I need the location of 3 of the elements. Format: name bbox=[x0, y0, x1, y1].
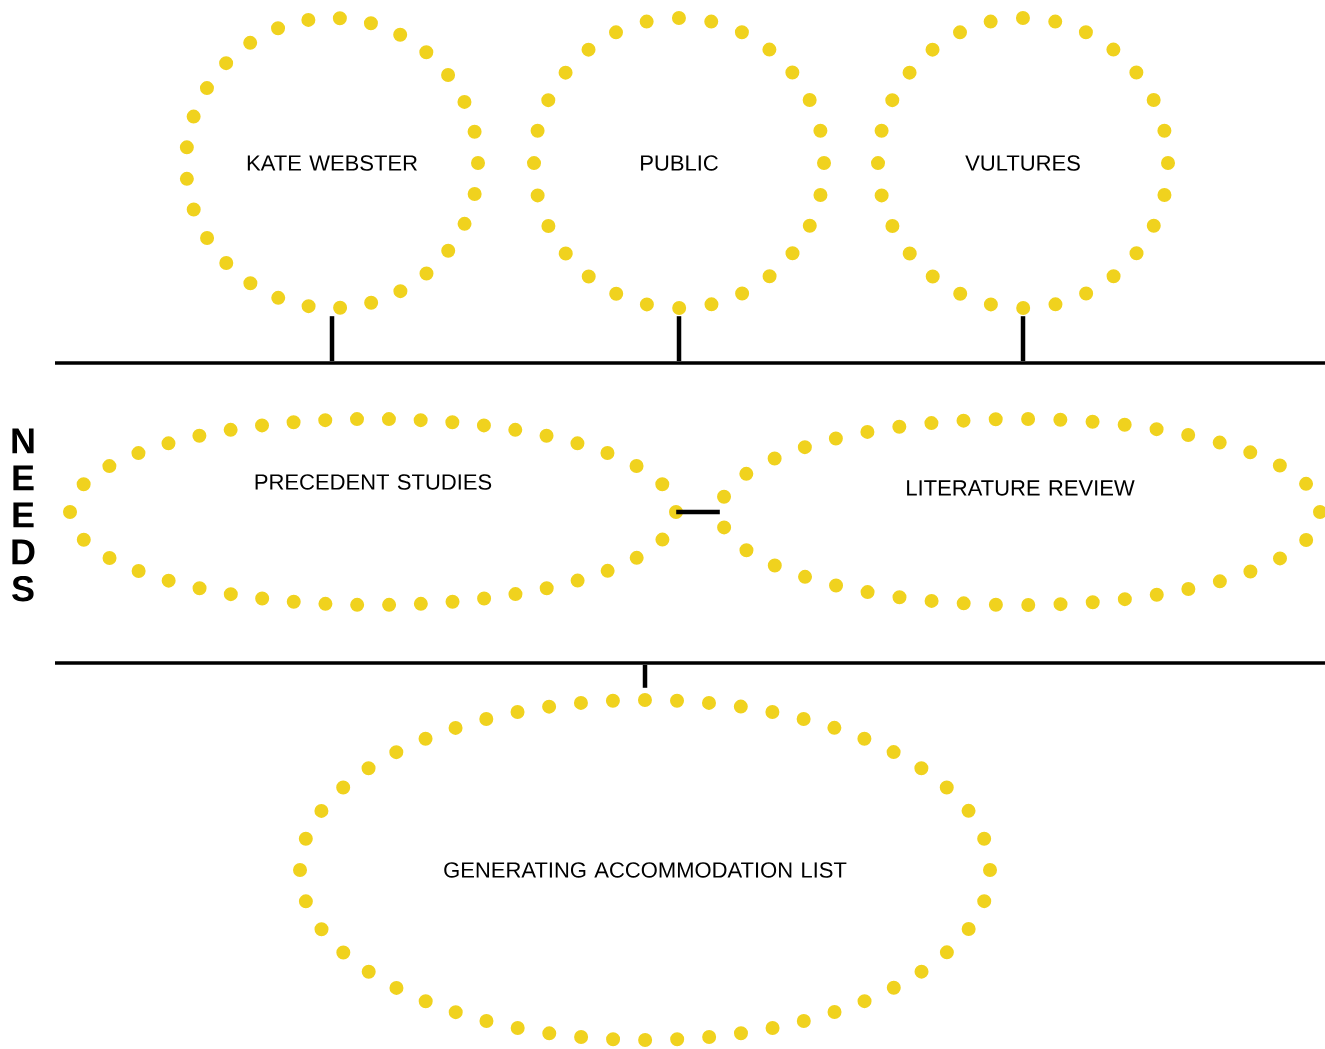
connector-line bbox=[642, 664, 648, 688]
vertical-heading: NEEDS bbox=[12, 428, 35, 602]
connector-line bbox=[676, 509, 720, 515]
